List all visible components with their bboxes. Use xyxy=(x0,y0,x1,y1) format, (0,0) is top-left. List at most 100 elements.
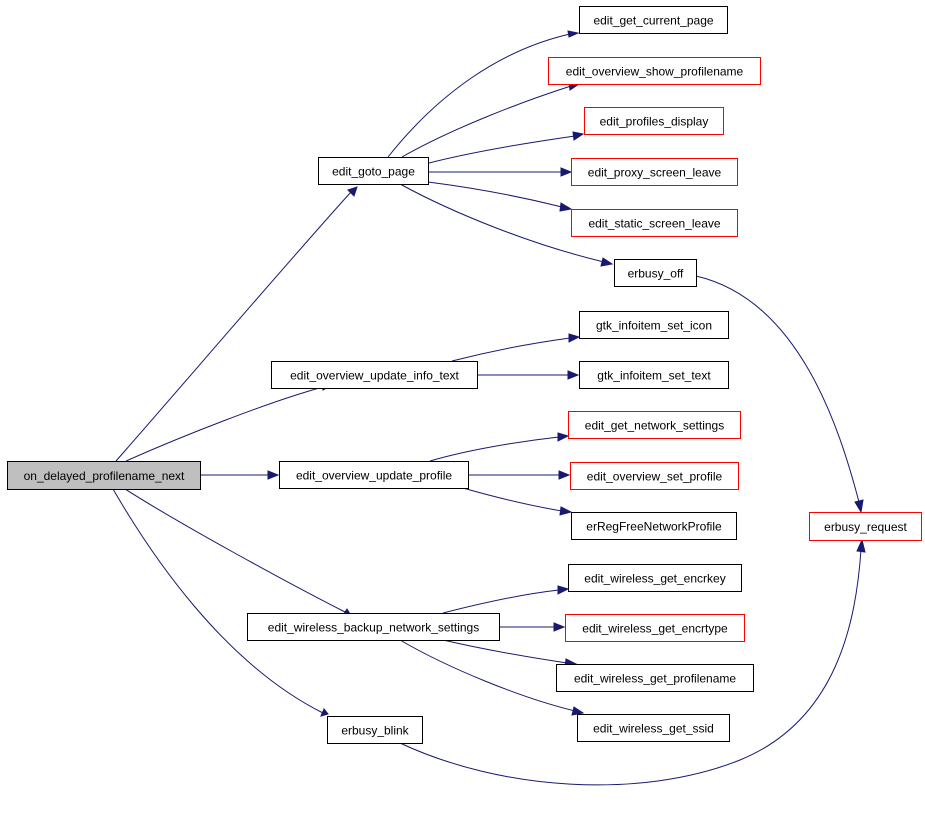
node-gtk_infoitem_set_icon[interactable]: gtk_infoitem_set_icon xyxy=(579,311,729,339)
arrowhead-icon xyxy=(567,30,580,38)
node-box xyxy=(579,311,729,339)
arrowhead-icon xyxy=(571,706,585,716)
node-box xyxy=(571,158,738,186)
edge-edit_goto_page-to-edit_proxy_screen_leave xyxy=(428,167,573,177)
edge-on_delayed_profilename_next-to-edit_overview_update_profile xyxy=(200,470,280,480)
node-box xyxy=(7,461,201,490)
arrowhead-icon xyxy=(559,202,573,212)
node-box xyxy=(271,361,478,389)
node-edit_get_current_page[interactable]: edit_get_current_page xyxy=(579,6,728,34)
edge-erbusy_off-to-erbusy_request xyxy=(695,275,864,514)
node-label: edit_overview_update_profile xyxy=(296,469,452,483)
node-box xyxy=(565,614,745,642)
node-edit_goto_page[interactable]: edit_goto_page xyxy=(318,157,429,185)
edge-erbusy_blink-to-erbusy_request xyxy=(399,538,866,786)
node-label: edit_wireless_backup_network_settings xyxy=(268,621,479,635)
edge-edit_overview_update_info_text-to-gtk_infoitem_set_icon xyxy=(451,333,581,362)
edge-line xyxy=(451,337,571,362)
node-edit_get_network_settings[interactable]: edit_get_network_settings xyxy=(568,411,741,439)
node-label: gtk_infoitem_set_icon xyxy=(596,319,712,333)
edge-line xyxy=(442,639,568,664)
arrowhead-icon xyxy=(572,131,585,141)
edge-line xyxy=(399,183,605,263)
arrowhead-icon xyxy=(553,622,566,632)
edge-line xyxy=(125,386,324,462)
node-label: erbusy_request xyxy=(824,520,907,534)
arrowhead-icon xyxy=(267,470,280,480)
node-edit_overview_update_info_text[interactable]: edit_overview_update_info_text xyxy=(271,361,478,389)
node-edit_wireless_get_encrkey[interactable]: edit_wireless_get_encrkey xyxy=(568,564,742,592)
node-label: edit_wireless_get_profilename xyxy=(574,672,736,686)
edge-on_delayed_profilename_next-to-edit_wireless_backup_network_settings xyxy=(124,488,351,616)
arrowhead-icon xyxy=(567,370,580,380)
node-box xyxy=(571,512,737,540)
arrowhead-icon xyxy=(557,585,570,595)
node-edit_profiles_display[interactable]: edit_profiles_display xyxy=(584,107,724,135)
node-gtk_infoitem_set_text[interactable]: gtk_infoitem_set_text xyxy=(579,361,729,389)
node-label: erbusy_blink xyxy=(341,724,409,738)
edge-line xyxy=(695,275,860,503)
edge-line xyxy=(462,487,563,512)
node-erbusy_blink[interactable]: erbusy_blink xyxy=(327,716,423,744)
node-box xyxy=(571,209,738,237)
node-box xyxy=(568,564,742,592)
node-label: edit_proxy_screen_leave xyxy=(588,166,722,180)
node-box xyxy=(556,664,754,692)
node-box xyxy=(318,157,429,185)
node-label: edit_wireless_get_ssid xyxy=(593,722,714,736)
edge-line xyxy=(399,549,862,786)
node-box xyxy=(614,259,697,287)
edge-edit_overview_update_profile-to-erRegFreeNetworkProfile xyxy=(462,487,573,516)
edge-on_delayed_profilename_next-to-edit_overview_update_info_text xyxy=(125,383,332,462)
node-erbusy_off[interactable]: erbusy_off xyxy=(614,259,697,287)
node-box xyxy=(809,512,922,541)
node-label: edit_profiles_display xyxy=(600,115,709,129)
node-label: edit_get_current_page xyxy=(593,14,713,28)
edge-on_delayed_profilename_next-to-edit_goto_page xyxy=(115,186,358,462)
arrowhead-icon xyxy=(559,506,573,516)
node-edit_proxy_screen_leave[interactable]: edit_proxy_screen_leave xyxy=(571,158,738,186)
arrowhead-icon xyxy=(600,257,614,267)
edge-edit_goto_page-to-erbusy_off xyxy=(399,183,614,267)
edge-edit_wireless_backup_network_settings-to-edit_wireless_get_encrtype xyxy=(499,622,566,632)
node-edit_wireless_backup_network_settings[interactable]: edit_wireless_backup_network_settings xyxy=(247,613,500,641)
edge-line xyxy=(112,488,324,714)
node-label: edit_get_network_settings xyxy=(585,419,724,433)
edge-edit_overview_update_info_text-to-gtk_infoitem_set_text xyxy=(477,370,580,380)
edge-line xyxy=(387,33,571,158)
node-edit_wireless_get_ssid[interactable]: edit_wireless_get_ssid xyxy=(577,714,730,742)
node-on_delayed_profilename_next[interactable]: on_delayed_profilename_next xyxy=(7,461,201,490)
node-erRegFreeNetworkProfile[interactable]: erRegFreeNetworkProfile xyxy=(571,512,737,540)
arrowhead-icon xyxy=(347,186,358,197)
node-edit_overview_show_profilename[interactable]: edit_overview_show_profilename xyxy=(548,57,761,85)
arrowhead-icon xyxy=(856,538,866,553)
node-label: gtk_infoitem_set_text xyxy=(597,369,711,383)
node-edit_wireless_get_profilename[interactable]: edit_wireless_get_profilename xyxy=(556,664,754,692)
node-box xyxy=(584,107,724,135)
arrowhead-icon xyxy=(854,499,864,514)
node-box xyxy=(327,716,423,744)
node-box xyxy=(548,57,761,85)
edge-edit_goto_page-to-edit_profiles_display xyxy=(428,131,585,164)
node-edit_overview_set_profile[interactable]: edit_overview_set_profile xyxy=(570,462,739,490)
nodes-layer: on_delayed_profilename_next edit_goto_pag… xyxy=(7,6,922,744)
edge-edit_wireless_backup_network_settings-to-edit_wireless_get_ssid xyxy=(399,639,585,716)
node-edit_overview_update_profile[interactable]: edit_overview_update_profile xyxy=(279,461,469,489)
edge-line xyxy=(124,488,346,613)
node-edit_static_screen_leave[interactable]: edit_static_screen_leave xyxy=(571,209,738,237)
edge-line xyxy=(442,589,560,614)
edge-line xyxy=(401,85,572,158)
edge-line xyxy=(429,436,560,462)
node-label: edit_wireless_get_encrkey xyxy=(584,572,725,586)
node-edit_wireless_get_encrtype[interactable]: edit_wireless_get_encrtype xyxy=(565,614,745,642)
node-erbusy_request[interactable]: erbusy_request xyxy=(809,512,922,541)
edge-line xyxy=(399,639,576,712)
edge-line xyxy=(115,191,352,462)
node-box xyxy=(577,714,730,742)
edge-edit_overview_update_profile-to-edit_get_network_settings xyxy=(429,432,570,462)
node-label: erbusy_off xyxy=(628,267,684,281)
node-label: edit_goto_page xyxy=(332,165,415,179)
node-label: edit_overview_set_profile xyxy=(587,470,723,484)
edge-on_delayed_profilename_next-to-erbusy_blink xyxy=(112,488,329,717)
node-label: erRegFreeNetworkProfile xyxy=(586,520,722,534)
